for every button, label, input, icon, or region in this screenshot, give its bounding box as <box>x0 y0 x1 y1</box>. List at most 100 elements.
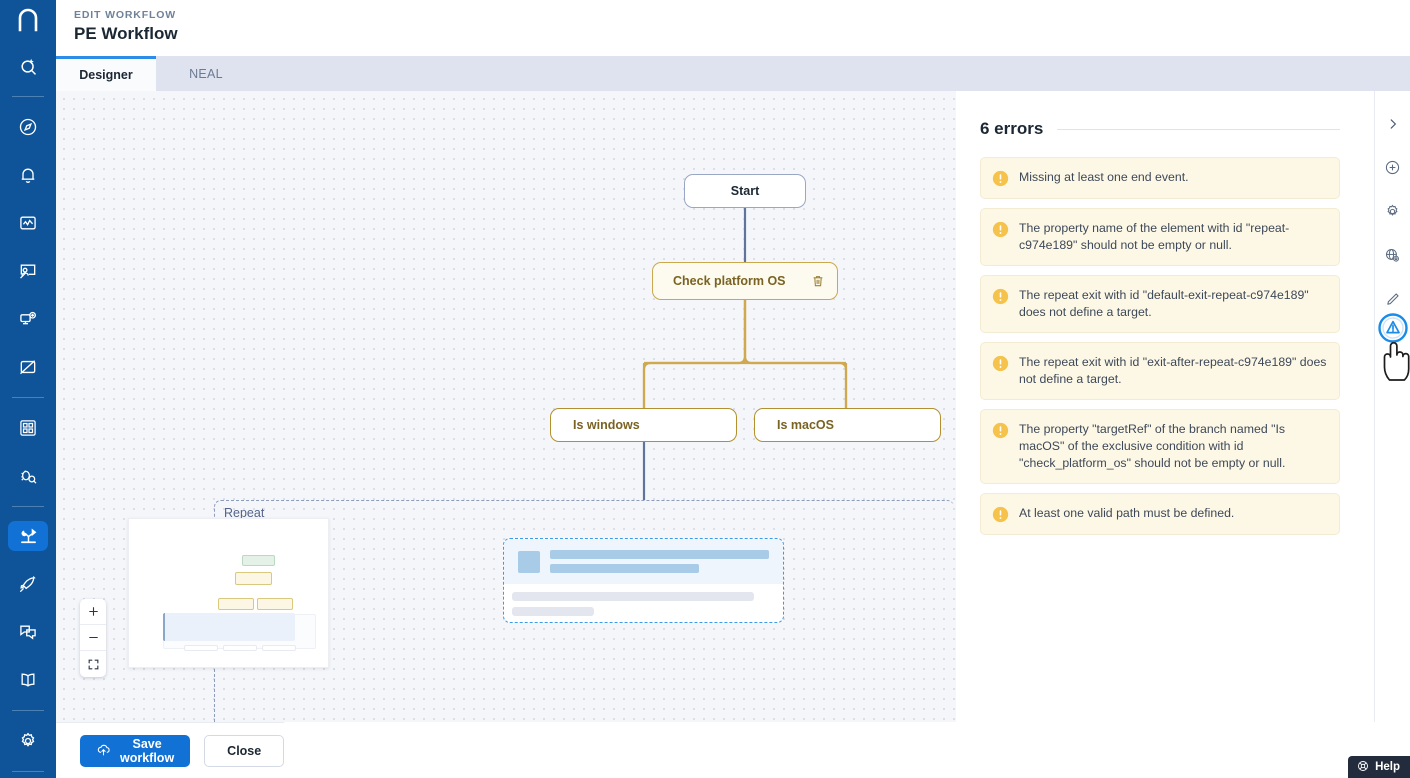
warning-triangle-icon <box>1378 313 1408 343</box>
sidebar-item-docs[interactable] <box>8 665 48 695</box>
warning-icon <box>992 422 1009 439</box>
sidebar-item-alerts[interactable] <box>8 160 48 190</box>
zoom-in-button[interactable] <box>80 599 106 625</box>
workflow-canvas[interactable]: Repeat Start Check platform OS Is window… <box>56 91 956 722</box>
error-item[interactable]: At least one valid path must be defined. <box>980 493 1340 535</box>
right-tool-rail <box>1374 91 1410 722</box>
error-item[interactable]: The repeat exit with id "default-exit-re… <box>980 275 1340 333</box>
collapse-panel-button[interactable] <box>1378 111 1408 141</box>
gear-icon <box>1384 203 1401 225</box>
rail-divider <box>12 710 44 712</box>
left-navigation-rail <box>0 0 56 778</box>
sidebar-item-people[interactable] <box>8 256 48 286</box>
bell-icon <box>18 165 38 185</box>
sidebar-item-screens[interactable] <box>8 352 48 382</box>
search-sparkle-icon <box>18 56 39 77</box>
rail-divider <box>12 396 44 398</box>
minimap-viewport <box>163 613 295 641</box>
error-item[interactable]: The property name of the element with id… <box>980 208 1340 266</box>
compass-icon <box>18 117 38 137</box>
footer-row: Save workflow Close <box>56 722 1410 778</box>
sidebar-item-discover[interactable] <box>8 112 48 142</box>
help-button[interactable]: Help <box>1348 756 1410 778</box>
canvas-minimap[interactable] <box>128 518 329 668</box>
breadcrumb: EDIT WORKFLOW <box>74 9 177 21</box>
cloud-upload-icon <box>96 742 111 760</box>
placeholder-header <box>504 539 783 584</box>
tab-designer[interactable]: Designer <box>56 56 156 91</box>
node-is-windows[interactable]: Is windows <box>550 408 737 442</box>
error-text: Missing at least one end event. <box>1019 170 1189 184</box>
sidebar-item-investigate[interactable] <box>8 461 48 491</box>
rail-divider <box>12 96 44 97</box>
edit-button[interactable] <box>1378 287 1408 317</box>
save-workflow-button[interactable]: Save workflow <box>80 734 191 767</box>
sidebar-item-chat[interactable] <box>8 617 48 647</box>
warning-icon <box>992 506 1009 523</box>
action-bar: Save workflow Close <box>56 722 285 778</box>
pencil-icon <box>1384 291 1401 313</box>
main-area: Repeat Start Check platform OS Is window… <box>56 91 1410 722</box>
settings-button[interactable] <box>1378 199 1408 229</box>
warning-icon <box>992 288 1009 305</box>
workflow-icon <box>18 526 39 547</box>
node-is-macos[interactable]: Is macOS <box>754 408 941 442</box>
errors-count-heading: 6 errors <box>980 119 1044 138</box>
error-item[interactable]: The property "targetRef" of the branch n… <box>980 409 1340 484</box>
grid-apps-icon <box>18 418 38 438</box>
tab-bar: Designer NEAL <box>56 56 1410 91</box>
sidebar-item-deploy[interactable] <box>8 569 48 599</box>
error-item[interactable]: The repeat exit with id "exit-after-repe… <box>980 342 1340 400</box>
repeat-group-label: Repeat <box>224 506 265 520</box>
node-is-windows-label: Is windows <box>573 418 640 432</box>
workflow-edges <box>642 208 848 500</box>
error-text: At least one valid path must be defined. <box>1019 506 1235 520</box>
sidebar-item-monitoring[interactable] <box>8 208 48 238</box>
book-icon <box>18 670 38 690</box>
fit-to-screen-button[interactable] <box>80 651 106 677</box>
errors-panel-header: 6 errors <box>980 119 1340 139</box>
sidebar-item-settings[interactable] <box>8 726 48 756</box>
minimap-node <box>235 572 272 585</box>
footer-spacer <box>284 722 1410 778</box>
placeholder-text-lines <box>550 550 769 573</box>
minimap-node <box>218 598 254 610</box>
minimap-node <box>242 555 275 566</box>
zoom-controls <box>80 599 106 677</box>
minimap-node <box>257 598 293 610</box>
sidebar-item-devices[interactable] <box>8 304 48 334</box>
screen-edit-icon <box>18 357 38 377</box>
errors-panel: 6 errors Missing at least one end event.… <box>956 91 1374 722</box>
close-button[interactable]: Close <box>204 734 285 767</box>
bug-search-icon <box>18 466 38 486</box>
page-header: EDIT WORKFLOW PE Workflow <box>56 0 1410 56</box>
show-errors-button[interactable] <box>1378 313 1408 343</box>
tab-neal[interactable]: NEAL <box>156 56 256 91</box>
warning-icon <box>992 355 1009 372</box>
error-text: The repeat exit with id "default-exit-re… <box>1019 288 1309 319</box>
app-logo[interactable] <box>0 0 56 42</box>
globe-gear-icon <box>1384 247 1401 269</box>
gear-icon <box>18 731 38 751</box>
trash-icon[interactable] <box>807 270 829 292</box>
warning-icon <box>992 170 1009 187</box>
error-text: The repeat exit with id "exit-after-repe… <box>1019 355 1327 386</box>
node-placeholder-card[interactable] <box>503 538 784 623</box>
rail-divider <box>12 771 44 772</box>
error-item[interactable]: Missing at least one end event. <box>980 157 1340 199</box>
global-settings-button[interactable] <box>1378 243 1408 273</box>
node-start-label: Start <box>730 184 760 198</box>
node-start[interactable]: Start <box>684 174 806 208</box>
sidebar-item-workflows[interactable] <box>8 521 48 552</box>
chat-icon <box>18 622 38 642</box>
sidebar-item-apps[interactable] <box>8 413 48 443</box>
monitor-chart-icon <box>18 213 38 233</box>
add-node-button[interactable] <box>1378 155 1408 185</box>
node-check-platform-os-label: Check platform OS <box>673 274 786 288</box>
sidebar-item-search[interactable] <box>8 51 48 81</box>
node-check-platform-os[interactable]: Check platform OS <box>652 262 838 300</box>
plus-circle-icon <box>1384 159 1401 181</box>
placeholder-body <box>504 584 783 616</box>
zoom-out-button[interactable] <box>80 625 106 651</box>
